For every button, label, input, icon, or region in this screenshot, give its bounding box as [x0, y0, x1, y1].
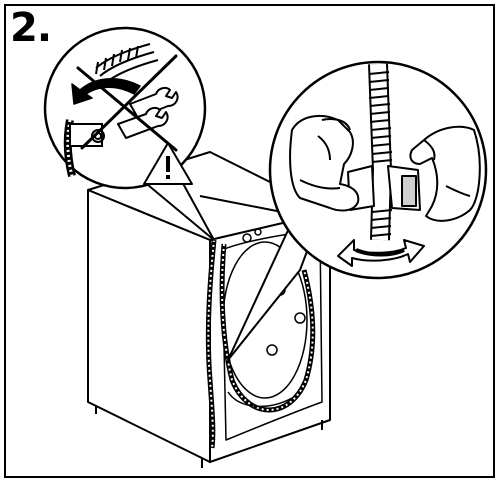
illustration — [0, 0, 501, 484]
